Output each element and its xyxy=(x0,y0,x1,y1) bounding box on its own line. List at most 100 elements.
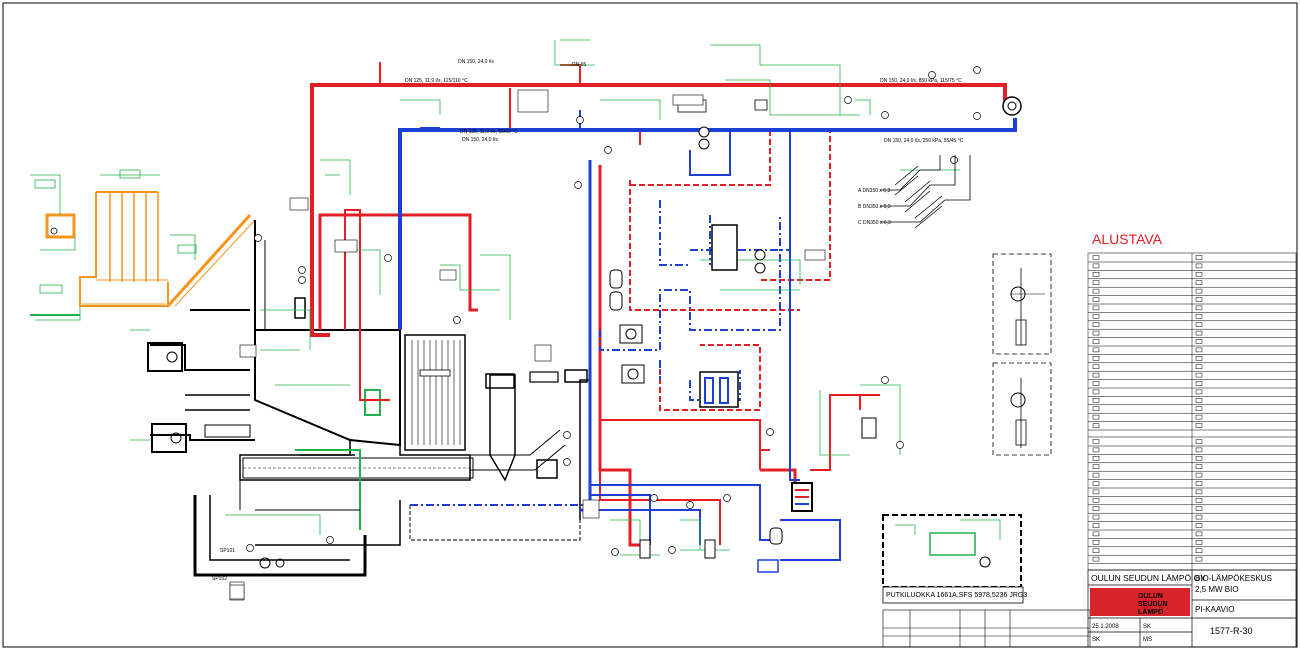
legend-symbol xyxy=(1195,263,1203,269)
legend-symbol xyxy=(1195,280,1203,285)
project-capacity: 2,5 MW BIO xyxy=(1195,585,1239,594)
legend-symbol xyxy=(1195,364,1203,369)
supply-pipes xyxy=(310,62,1007,547)
drawing-title: PI-KAAVIO xyxy=(1195,605,1234,614)
project-name: BIO-LÄMPÖKESKUS xyxy=(1195,574,1272,583)
legend-symbol xyxy=(1092,272,1100,277)
legend-symbol xyxy=(1092,347,1100,353)
legend-symbol xyxy=(1092,548,1100,553)
legend-symbol xyxy=(1092,339,1100,344)
legend-symbol xyxy=(1195,372,1203,378)
pipe-label-dn150-return-main: DN 150, 24,0 l/s, 250 kPa, 55/45 °C xyxy=(884,138,964,144)
pipe-size-b: B DN350 x 6,3 xyxy=(858,204,891,210)
legend-symbol xyxy=(1195,347,1203,353)
pipe-label-dn150-supply-main: DN 150, 24,0 l/s, 850 kPa, 115/75 °C xyxy=(880,78,962,84)
revision-block xyxy=(882,609,1091,648)
legend-symbol xyxy=(1092,356,1100,361)
tag-sp101: SP101 xyxy=(220,548,235,554)
pipe-class-label: PUTKILUOKKA 1661A,SFS 5978,5236 JRG3 xyxy=(886,592,1027,599)
pipe-class-box xyxy=(882,586,1024,604)
legend-symbol xyxy=(1092,330,1100,336)
legend-symbol xyxy=(1092,297,1100,302)
legend-symbol xyxy=(1092,322,1100,327)
drawing-date: 25.1.2008 xyxy=(1092,624,1119,630)
hot-water-exchanger xyxy=(757,417,877,573)
legend-symbol xyxy=(1092,255,1100,260)
legend-symbol xyxy=(1195,498,1203,503)
legend-symbol xyxy=(1195,540,1203,545)
legend-symbol xyxy=(1092,439,1100,444)
legend-symbol xyxy=(1195,272,1203,277)
legend-symbol xyxy=(1092,472,1100,478)
legend-symbol xyxy=(1092,514,1100,520)
legend-symbol xyxy=(1092,540,1100,545)
legend-symbol xyxy=(1092,288,1100,294)
fans xyxy=(147,297,306,453)
legend-symbol xyxy=(1195,356,1203,361)
accumulator-tank xyxy=(711,224,766,274)
detail-view-upper xyxy=(992,253,1052,355)
legend-symbol xyxy=(1092,464,1100,469)
legend-symbol xyxy=(1195,255,1203,260)
legend-symbol xyxy=(1195,314,1203,319)
company-logo xyxy=(1090,588,1190,616)
legend-symbol xyxy=(1092,498,1100,503)
logo-text-line2: SEUDUN xyxy=(1138,601,1168,608)
legend-symbol xyxy=(1195,297,1203,302)
pipe-label-dn65: DN 65 xyxy=(572,62,586,68)
legend-symbol xyxy=(1092,305,1100,311)
legend-symbol xyxy=(1092,263,1100,269)
legend-symbol xyxy=(1195,398,1203,403)
legend-symbol xyxy=(1195,414,1203,420)
logo-text-line3: LÄMPÖ xyxy=(1138,607,1164,616)
pipe-size-a: A DN350 x 6,3 xyxy=(858,188,890,194)
legend-symbol xyxy=(1092,506,1100,511)
legend-symbol xyxy=(1092,280,1100,285)
legend-symbol xyxy=(1195,531,1203,537)
pipe-size-leaders xyxy=(880,155,971,229)
instrument-bubbles xyxy=(246,66,981,556)
sheet-code: SK xyxy=(1143,624,1151,630)
legend-symbol xyxy=(1195,389,1203,395)
legend-symbol xyxy=(1195,381,1203,386)
drawing-number: 1577-R-30 xyxy=(1210,626,1253,636)
pipe-size-c: C DN350 x 6,3 xyxy=(858,220,891,226)
legend-symbol xyxy=(1195,489,1203,495)
legend-symbol xyxy=(1092,372,1100,378)
legend-symbol xyxy=(1092,481,1100,486)
legend-symbol xyxy=(1092,489,1100,495)
legend-symbol xyxy=(1092,364,1100,369)
legend-symbol xyxy=(1195,506,1203,511)
legend-symbol xyxy=(1195,322,1203,327)
legend-symbol xyxy=(1195,556,1203,562)
legend-symbol xyxy=(1092,389,1100,395)
generator-detail xyxy=(882,514,1022,588)
expansion-units xyxy=(609,269,739,408)
legend-symbol xyxy=(1092,314,1100,319)
detail-view-lower xyxy=(992,362,1052,456)
status-stamp: ALUSTAVA xyxy=(1092,231,1163,247)
legend-symbol xyxy=(1195,339,1203,344)
legend-symbol xyxy=(1195,447,1203,453)
boiler xyxy=(239,220,588,530)
circulation-pumps xyxy=(639,539,716,559)
tag-sp102: SP102 xyxy=(212,576,227,582)
pipe-label-dn150-return: DN 150, 24,0 l/s xyxy=(462,137,498,143)
company-name: OULUN SEUDUN LÄMPÖ OY xyxy=(1091,573,1206,583)
legend-symbol xyxy=(1195,305,1203,311)
logo-text-line1: OULUN xyxy=(1138,593,1163,600)
legend-symbol xyxy=(1195,406,1203,411)
legend-symbol xyxy=(1092,531,1100,537)
legend-symbol xyxy=(1092,406,1100,411)
legend-symbol xyxy=(1092,414,1100,420)
legend-symbol xyxy=(1195,330,1203,336)
symbol-legend xyxy=(1087,252,1297,571)
instrument-boxes xyxy=(229,89,826,600)
district-heating-exchanger xyxy=(1002,96,1022,116)
flue-gas-path xyxy=(150,309,590,577)
checked-by: MS xyxy=(1143,637,1152,643)
legend-symbol xyxy=(1092,456,1100,461)
legend-symbol xyxy=(1195,523,1203,528)
